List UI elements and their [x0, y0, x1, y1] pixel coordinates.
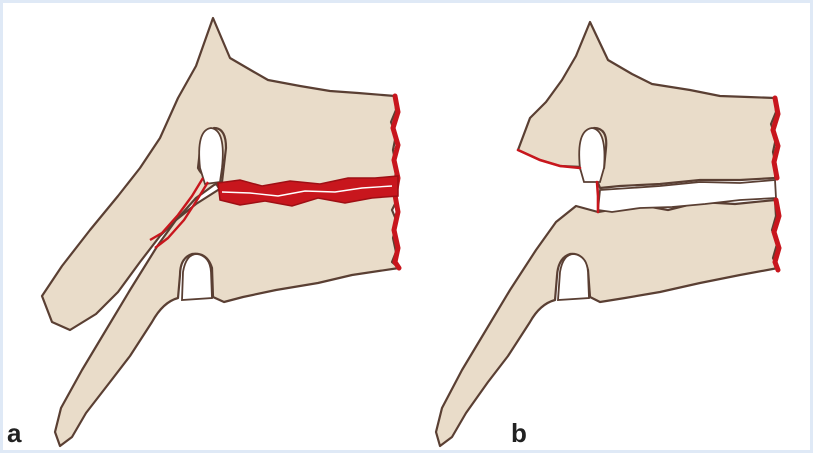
panel-a-lower-foramen: [182, 254, 212, 300]
panel-label-a: a: [7, 418, 21, 449]
panel-b-upper-foramen: [579, 128, 604, 182]
panel-b-pedicle-cut-edge: [597, 182, 598, 212]
panel-b-lower-vertebra: [436, 200, 778, 446]
panel-a-illustration: [42, 18, 399, 446]
panel-b-lower-foramen: [558, 254, 589, 300]
panel-a-upper-foramen: [199, 128, 223, 184]
panel-b-illustration: [436, 22, 779, 446]
panel-b-upper-vertebra: [518, 22, 776, 188]
panel-label-b: b: [511, 418, 527, 449]
